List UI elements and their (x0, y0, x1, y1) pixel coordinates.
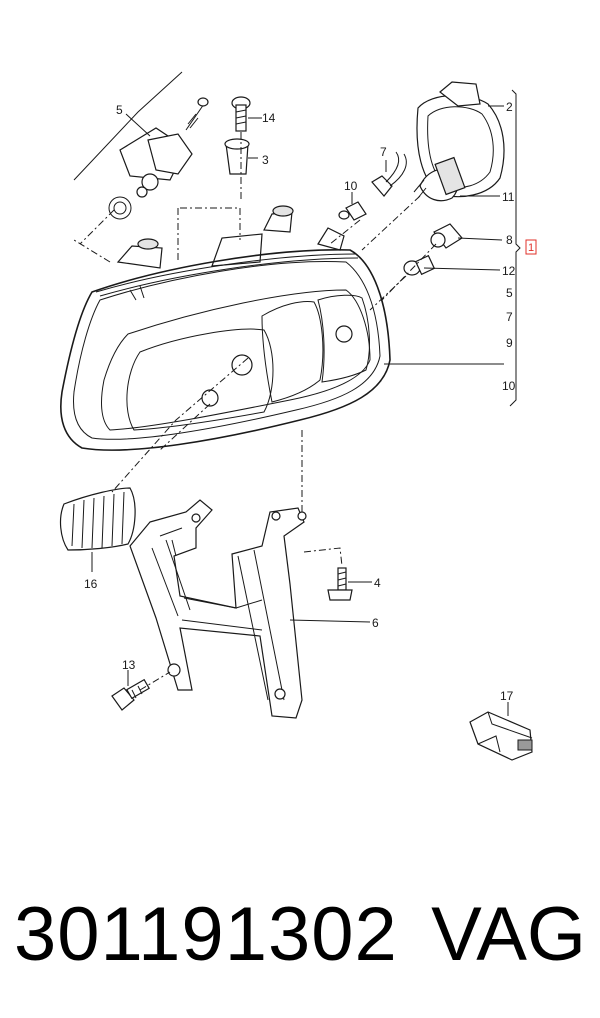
lower-bolt (111, 678, 150, 711)
callout-7-holder: 7 (380, 145, 387, 159)
brand-name: VAG (431, 892, 586, 977)
reflector-lens (59, 487, 136, 551)
part-number: 301191302 (14, 892, 398, 977)
bulb-holder (371, 151, 407, 197)
callout-5-motor: 5 (116, 103, 123, 117)
callout-10-list: 10 (502, 379, 516, 393)
callout-9: 9 (506, 336, 513, 350)
callout-8: 8 (506, 233, 513, 247)
callout-7-list: 7 (506, 310, 513, 324)
callout-6: 6 (372, 616, 379, 630)
side-bulb (338, 201, 367, 221)
clip-nut (224, 138, 250, 175)
bracket-bolt (327, 567, 353, 601)
wiring-connector (469, 711, 533, 761)
callout-2: 2 (506, 100, 513, 114)
callout-labels: 5 14 3 7 10 2 11 8 12 5 7 9 10 1 4 6 16 … (84, 100, 537, 703)
indicator-bulb (403, 254, 436, 276)
footer: 301191302 VAG (0, 880, 600, 990)
callout-13: 13 (122, 658, 136, 672)
callout-11: 11 (502, 190, 515, 204)
h7-bulb (413, 156, 466, 202)
mounting-bracket (129, 499, 307, 719)
callout-1-highlight (525, 239, 537, 255)
callout-17: 17 (500, 689, 514, 703)
callout-16: 16 (84, 577, 98, 591)
callout-10-bulb: 10 (344, 179, 358, 193)
callout-3: 3 (262, 153, 269, 167)
callout-14: 14 (262, 111, 276, 125)
headlight-exploded-diagram: 5 14 3 7 10 2 11 8 12 5 7 9 10 1 4 6 16 … (59, 71, 537, 761)
leveling-motor (108, 97, 209, 220)
headlight-housing (60, 205, 391, 451)
adjuster-screw (231, 96, 251, 132)
callout-12: 12 (502, 264, 516, 278)
callout-1: 1 (528, 242, 534, 254)
leader-lines (73, 71, 521, 716)
assembly-lines (73, 132, 437, 691)
callout-4: 4 (374, 576, 381, 590)
callout-5-list: 5 (506, 286, 513, 300)
